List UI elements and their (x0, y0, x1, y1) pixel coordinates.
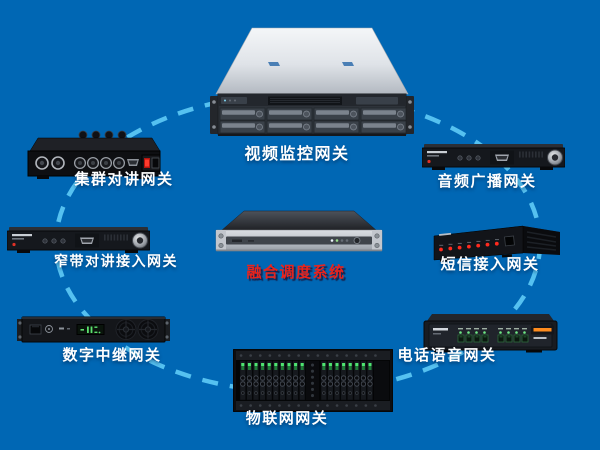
slim-gateway-icon (421, 144, 566, 170)
label-fusion-dispatch-system: 融合调度系统 (246, 264, 346, 281)
device-digital-trunk-gateway (17, 314, 170, 345)
device-iot-gateway (232, 348, 394, 413)
label-digital-trunk-gateway: 数字中继网关 (62, 347, 162, 364)
label-iot-gateway: 物联网网关 (245, 410, 329, 427)
label-telephone-voice-gateway: 电话语音网关 (397, 347, 497, 364)
device-telephone-voice-gateway (422, 311, 559, 354)
rack-server-1u-icon (215, 210, 383, 252)
rack-unit-fans-icon (17, 316, 170, 343)
label-narrowband-intercom-gateway: 窄带对讲接入网关 (54, 253, 178, 269)
label-trunking-intercom-gateway: 集群对讲网关 (74, 171, 174, 188)
device-sms-access-gateway (432, 219, 567, 265)
label-audio-broadcast-gateway: 音频广播网关 (437, 173, 537, 190)
modular-chassis-icon (232, 348, 394, 413)
device-trunking-intercom-gateway (25, 127, 165, 180)
device-narrowband-intercom-gateway (6, 227, 151, 254)
device-video-surveillance-server (210, 26, 414, 138)
slim-gateway-icon (6, 227, 151, 253)
device-audio-broadcast-gateway (421, 144, 566, 171)
device-fusion-dispatch-server (214, 209, 384, 256)
label-video-surveillance-gateway: 视频监控网关 (244, 146, 350, 163)
angled-box-leds-icon (433, 225, 560, 263)
voip-gateway-icon (423, 314, 558, 353)
black-box-connectors-icon (27, 130, 161, 179)
rack-server-2u-icon (210, 27, 414, 136)
label-sms-access-gateway: 短信接入网关 (440, 256, 540, 273)
